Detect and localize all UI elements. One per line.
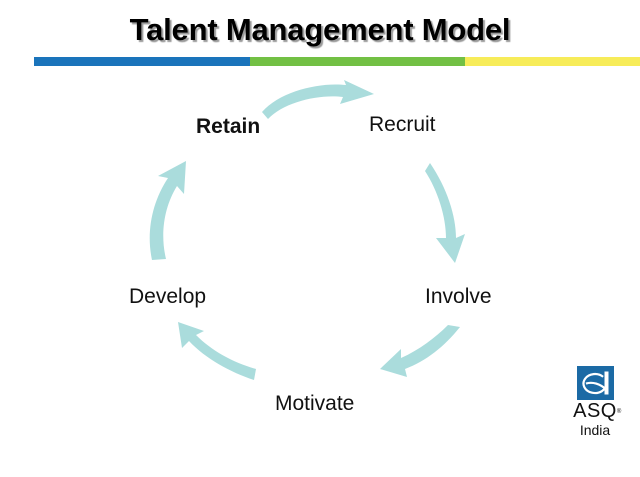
cycle-label-motivate: Motivate: [275, 392, 355, 415]
rule-segment-green: [250, 57, 465, 66]
asq-q-mark-icon: [576, 366, 614, 400]
logo-wordmark-text: ASQ: [573, 400, 617, 422]
arrow-retain-to-recruit: [262, 80, 374, 119]
title-divider-rule: [34, 57, 640, 66]
page-title: Talent Management Model: [129, 12, 511, 47]
cycle-label-develop: Develop: [129, 285, 207, 308]
logo-region-text: India: [579, 422, 611, 438]
registered-trademark-icon: ®: [616, 409, 622, 415]
arrow-motivate-to-develop: [178, 322, 256, 380]
rule-segment-blue: [34, 57, 250, 66]
cycle-label-recruit: Recruit: [369, 113, 436, 136]
cycle-label-involve: Involve: [425, 285, 492, 308]
asq-india-logo: ASQ® India: [560, 366, 630, 448]
arrow-recruit-to-involve: [425, 163, 465, 263]
arrow-involve-to-motivate: [380, 325, 460, 377]
rule-segment-yellow: [465, 57, 640, 66]
arrow-develop-to-retain: [149, 161, 186, 260]
cycle-label-retain: Retain: [196, 115, 261, 138]
logo-wordmark: ASQ®: [560, 401, 630, 422]
